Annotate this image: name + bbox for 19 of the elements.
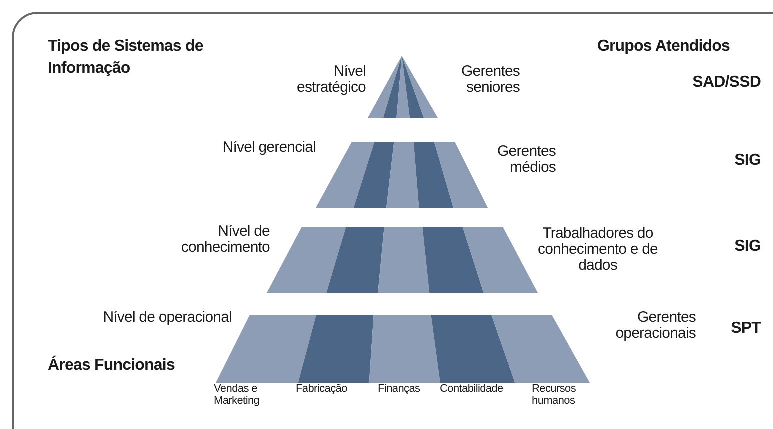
level-label: Gerentes operacionais bbox=[614, 310, 696, 342]
heading-label: SIG bbox=[734, 151, 761, 171]
level-label: Gerentes seniores bbox=[460, 64, 520, 96]
level-label: Gerentes médios bbox=[496, 144, 556, 176]
heading-label: SIG bbox=[734, 237, 761, 257]
column-label: Finanças bbox=[378, 384, 422, 396]
level-label: Nível gerencial bbox=[222, 140, 316, 156]
level-label: Nível estratégico bbox=[296, 64, 366, 96]
level-label: Trabalhadores do conhecimento e de dados bbox=[537, 226, 659, 274]
column-label: Contabilidade bbox=[440, 384, 504, 396]
column-label: Fabricação bbox=[296, 384, 348, 396]
heading-label: SAD/SSD bbox=[692, 73, 761, 93]
heading-label: Grupos Atendidos bbox=[596, 37, 730, 57]
level-label: Nível de conhecimento bbox=[180, 224, 270, 256]
level-label: Nível de operacional bbox=[102, 310, 232, 326]
heading-label: Áreas Funcionais bbox=[48, 355, 176, 376]
column-label: Vendas e Marketing bbox=[214, 384, 261, 408]
column-label: Recursos humanos bbox=[532, 384, 578, 408]
heading-label: Tipos de Sistemas de Informação bbox=[48, 37, 204, 79]
